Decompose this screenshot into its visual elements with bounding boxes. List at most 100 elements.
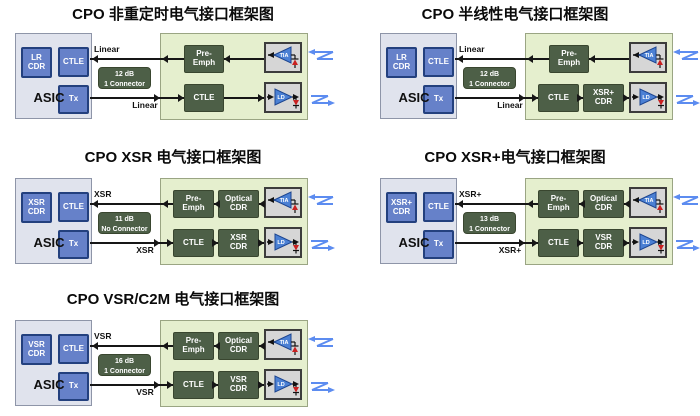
rx-line-label: Linear [94,44,120,54]
asic-cdr-box: LR CDR [386,47,417,78]
optical-in-icon [308,194,334,205]
tx-line-label: VSR [136,387,154,397]
tia-icon: TIA [633,46,664,68]
ld-unit: LD [264,369,302,400]
module-cdr-box: VSR CDR [218,371,259,399]
arrowhead-left-icon [259,200,265,208]
diagram-xsr: XSR CDR CTLE Tx ASIC XSR XSR 11 dB No Co… [15,178,395,266]
module-ctle-box: CTLE [538,229,579,257]
connector-loss-db: 12 dB [479,71,500,78]
arrowhead-right-icon [154,239,160,247]
diagram-title: CPO XSR+电气接口框架图 [424,149,606,166]
arrowhead-left-icon [214,200,220,208]
connector-loss-box: 12 dB 1 Connector [98,67,151,89]
asic-ctle-box: CTLE [423,192,454,222]
connector-count: 1 Connector [104,80,145,88]
tia-icon: TIA [268,191,299,213]
arrowhead-right-icon [519,94,525,102]
ld-icon: LD [267,375,299,396]
arrowhead-right-icon [519,239,525,247]
asic-ctle-box: CTLE [58,47,89,77]
module-ctle-box: CTLE [173,371,214,399]
pre-emph-box: Pre- Emph [184,45,224,73]
optical-out-icon [311,382,335,393]
tia-unit: TIA [264,187,302,218]
tia-unit: TIA [629,187,667,218]
asic-tx-box: Tx [58,85,89,114]
svg-text:TIA: TIA [280,53,289,59]
asic-label: ASIC [33,377,65,392]
connector-loss-box: 13 dB 1 Connector [463,212,516,234]
pre-emph-box: Pre- Emph [538,190,579,218]
svg-text:TIA: TIA [645,53,654,59]
optical-in-icon [308,49,334,60]
diagram-xsr-plus: XSR+ CDR CTLE Tx ASIC XSR+ XSR+ 13 dB 1 … [380,178,700,266]
ld-unit: LD [629,82,667,113]
diagram-vsr-c2m: VSR CDR CTLE Tx ASIC VSR VSR 16 dB 1 Con… [15,320,395,408]
arrowhead-left-icon [527,200,533,208]
optical-out-icon [311,240,335,251]
optical-cdr-box: Optical CDR [583,190,624,218]
ld-icon: LD [267,88,299,109]
arrowhead-right-icon [258,239,264,247]
asic-cdr-box: VSR CDR [21,334,52,365]
arrowhead-left-icon [457,200,463,208]
tx-line-label: XSR [136,245,154,255]
rx-line-label: VSR [94,331,112,341]
arrowhead-left-icon [224,55,230,63]
arrowhead-left-icon [579,200,585,208]
arrowhead-right-icon [212,239,218,247]
rx-line [90,58,265,60]
diagram-half-linear: LR CDR CTLE Tx ASIC Linear Linear 12 dB … [380,33,700,121]
module-cdr-box: XSR CDR [218,229,259,257]
svg-text:LD: LD [277,95,284,101]
asic-label: ASIC [398,90,430,105]
arrowhead-left-icon [457,55,463,63]
optical-cdr-box: Optical CDR [218,332,259,360]
pre-emph-box: Pre- Emph [173,332,214,360]
tia-icon: TIA [268,46,299,68]
arrowhead-left-icon [92,55,98,63]
tia-unit: TIA [264,329,302,360]
pre-emph-box: Pre- Emph [173,190,214,218]
asic-label: ASIC [33,90,65,105]
optical-in-icon [308,336,334,347]
arrowhead-left-icon [589,55,595,63]
arrowhead-right-icon [258,94,264,102]
module-ctle-box: CTLE [538,84,579,112]
asic-label: ASIC [33,235,65,250]
arrowhead-right-icon [167,381,173,389]
ld-unit: LD [264,227,302,258]
connector-loss-db: 13 dB [479,216,500,223]
connector-loss-box: 11 dB No Connector [98,212,151,234]
arrowhead-right-icon [577,239,583,247]
arrowhead-left-icon [527,55,533,63]
arrowhead-right-icon [212,381,218,389]
arrowhead-left-icon [162,55,168,63]
asic-cdr-box: XSR+ CDR [386,192,417,223]
connector-count: 1 Connector [104,367,145,375]
ld-icon: LD [632,88,664,109]
pre-emph-box: Pre- Emph [549,45,589,73]
asic-label: ASIC [398,235,430,250]
tx-line-label: XSR+ [498,245,522,255]
connector-loss-db: 16 dB [114,358,135,365]
arrowhead-right-icon [623,239,629,247]
ld-icon: LD [632,233,664,254]
optical-in-icon [673,194,699,205]
connector-count: 1 Connector [469,80,510,88]
svg-text:LD: LD [642,95,649,101]
arrowhead-right-icon [532,94,538,102]
arrowhead-left-icon [92,342,98,350]
asic-tx-box: Tx [423,85,454,114]
diagram-title: CPO 半线性电气接口框架图 [421,6,609,23]
optical-out-icon [676,240,700,251]
tia-unit: TIA [629,42,667,73]
tx-line [90,97,265,99]
arrowhead-left-icon [92,200,98,208]
svg-text:TIA: TIA [645,198,654,204]
diagram-title: CPO VSR/C2M 电气接口框架图 [66,291,280,308]
connector-loss-box: 16 dB 1 Connector [98,354,151,376]
svg-text:LD: LD [277,240,284,246]
connector-loss-db: 11 dB [115,216,134,223]
